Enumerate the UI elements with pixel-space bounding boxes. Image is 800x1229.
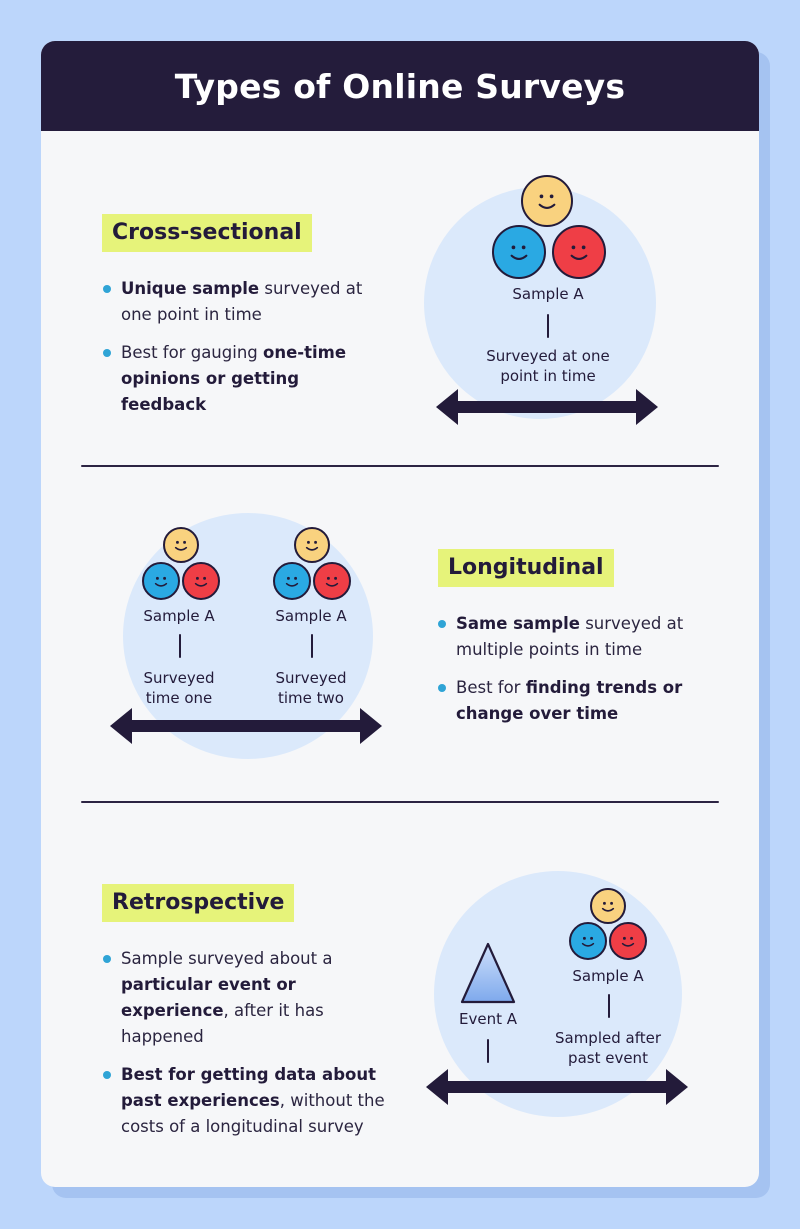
triangle-event-icon (460, 942, 516, 1004)
bullet-dot-icon (103, 349, 111, 357)
sample-label: Sample A (143, 607, 215, 625)
bullet-dot-icon (438, 684, 446, 692)
tag-retrospective: Retrospective (102, 884, 295, 922)
bullet-item: Same sample surveyed at multiple points … (438, 611, 718, 663)
time-label: Surveyed time two (275, 669, 347, 707)
cross-sectional-bullets: Unique sample surveyed at one point in t… (103, 276, 373, 430)
bullet-dot-icon (103, 285, 111, 293)
tag-cross-sectional: Cross-sectional (102, 214, 312, 252)
bullet-item: Best for gauging one-time opinions or ge… (103, 340, 373, 418)
bullet-dot-icon (103, 1071, 111, 1079)
bullet-item: Best for getting data about past experie… (103, 1062, 393, 1140)
smiley-face-icon (182, 562, 220, 600)
timeline-tick (547, 314, 549, 338)
smiley-face-icon (609, 922, 647, 960)
time-label: Surveyed at one point in time (486, 347, 610, 385)
tag-longitudinal: Longitudinal (438, 549, 614, 587)
timeline-tick (179, 634, 181, 658)
smiley-face-icon (142, 562, 180, 600)
double-arrow-icon (110, 708, 382, 744)
timeline-tick (487, 1039, 489, 1063)
timeline-tick (311, 634, 313, 658)
smiley-face-icon (492, 225, 546, 279)
bullet-item: Sample surveyed about a particular event… (103, 946, 393, 1050)
bullet-item: Best for finding trends or change over t… (438, 675, 718, 727)
page-title: Types of Online Surveys (174, 66, 626, 106)
bullet-item: Unique sample surveyed at one point in t… (103, 276, 373, 328)
time-label: Surveyed time one (143, 669, 215, 707)
smiley-face-icon (569, 922, 607, 960)
retrospective-bullets: Sample surveyed about a particular event… (103, 946, 393, 1152)
section-divider (81, 801, 719, 803)
smiley-face-icon (294, 527, 330, 563)
sample-label: Sample A (572, 967, 644, 985)
time-label: Sampled after past event (554, 1029, 662, 1067)
smiley-face-icon (163, 527, 199, 563)
bullet-dot-icon (438, 620, 446, 628)
smiley-face-icon (521, 175, 573, 227)
sample-label: Sample A (275, 607, 347, 625)
longitudinal-bullets: Same sample surveyed at multiple points … (438, 611, 718, 739)
smiley-face-icon (313, 562, 351, 600)
smiley-face-icon (590, 888, 626, 924)
section-divider (81, 465, 719, 467)
header-bar: Types of Online Surveys (41, 41, 759, 131)
double-arrow-icon (436, 389, 658, 425)
infographic-card: Types of Online Surveys Cross-sectional … (41, 41, 759, 1187)
smiley-face-icon (552, 225, 606, 279)
event-label: Event A (458, 1010, 517, 1028)
timeline-tick (608, 994, 610, 1018)
double-arrow-icon (426, 1069, 688, 1105)
bullet-dot-icon (103, 955, 111, 963)
smiley-face-icon (273, 562, 311, 600)
sample-label: Sample A (512, 285, 584, 303)
